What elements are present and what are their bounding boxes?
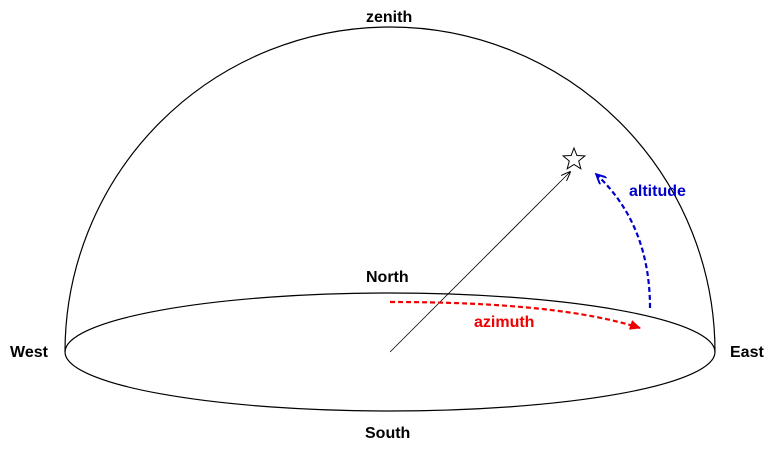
east-label: East <box>730 344 764 361</box>
south-label: South <box>365 425 411 442</box>
altitude-arc <box>597 175 652 309</box>
sky-dome <box>64 26 716 353</box>
altitude-label: altitude <box>629 183 686 200</box>
star-icon <box>561 146 587 170</box>
west-label: West <box>10 344 48 361</box>
azimuth-label: azimuth <box>474 314 535 331</box>
north-label: North <box>366 269 409 286</box>
horizon-ellipse <box>64 292 716 412</box>
star-direction-arrow <box>389 172 570 353</box>
azimuth-arc <box>389 300 641 330</box>
zenith-label: zenith <box>366 9 413 26</box>
